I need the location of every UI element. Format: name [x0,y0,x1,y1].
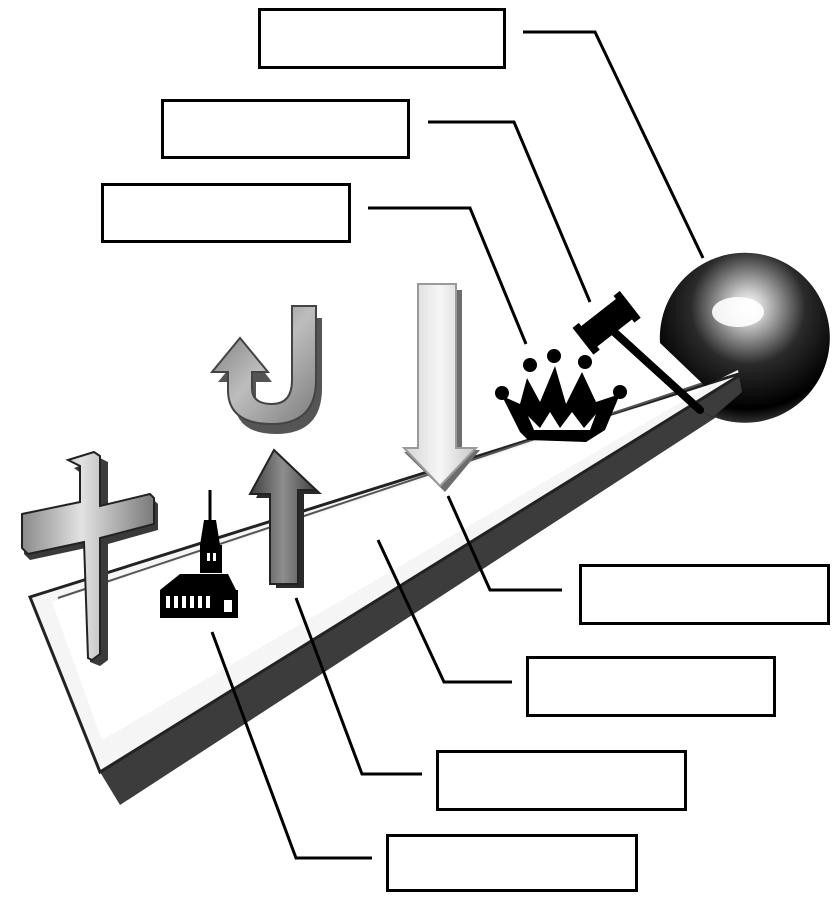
down-arrow-icon [404,284,480,492]
label-box-sphere[interactable] [258,8,506,69]
label-box-up-arrow[interactable] [436,750,687,811]
label-box-gavel[interactable] [161,99,410,159]
label-box-crown[interactable] [101,183,351,243]
label-box-timeline-base[interactable] [526,656,776,717]
label-box-down-arrow[interactable] [579,564,830,625]
label-box-church[interactable] [386,834,638,892]
leader-line-sphere [523,32,703,258]
leader-line-gavel [428,122,590,302]
u-turn-arrow-icon [212,306,322,434]
